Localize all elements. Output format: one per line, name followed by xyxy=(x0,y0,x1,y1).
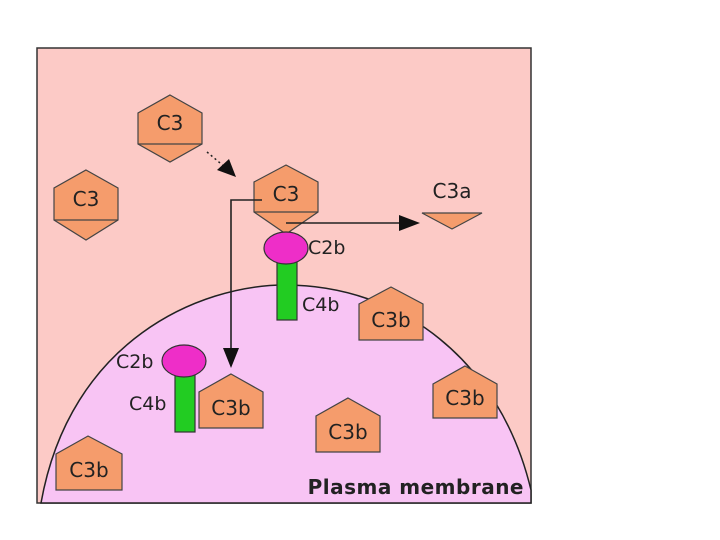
c4b-upper-label: C4b xyxy=(302,294,339,316)
c3b-deposition-arrowhead xyxy=(223,348,239,368)
c3a-label: C3a xyxy=(433,179,472,203)
c3b-deposit-5: C3b xyxy=(55,435,123,491)
c3b-deposit-4: C3b xyxy=(315,397,381,453)
c3b-deposit-2: C3b xyxy=(198,373,264,429)
c4b-upper-stalk xyxy=(276,259,298,321)
c3-molecule-top-shape xyxy=(137,94,203,163)
c4b-lower-label: C4b xyxy=(129,393,166,415)
c3b-deposit-2-label: C3b xyxy=(211,396,250,420)
c3a-fragment: C3a xyxy=(421,179,483,230)
c3b-deposition-line xyxy=(230,199,262,353)
c3b-deposit-1-label: C3b xyxy=(371,308,410,332)
c3-label-top: C3 xyxy=(157,111,184,135)
c3-molecule-left-shape xyxy=(53,169,119,241)
c3b-deposit-3-label: C3b xyxy=(445,386,484,410)
c3-molecule-center: C3 xyxy=(253,164,319,235)
convertase-upper: C2b C4b xyxy=(263,231,345,321)
c3b-deposit-3-shape xyxy=(432,365,498,419)
c2b-lower-label: C2b xyxy=(116,351,153,373)
c2b-upper-head xyxy=(263,231,309,265)
c3-label-left: C3 xyxy=(73,187,100,211)
c3-molecule-left: C3 xyxy=(53,169,119,241)
c4b-lower-stalk xyxy=(174,371,196,433)
c2b-lower-head xyxy=(161,344,207,378)
c3-label-center: C3 xyxy=(273,182,300,206)
plasma-membrane-label: Plasma membrane xyxy=(308,475,524,499)
c3b-deposit-4-shape xyxy=(315,397,381,453)
c3b-deposit-2-shape xyxy=(198,373,264,429)
c3-approach-arrowhead xyxy=(217,159,236,177)
c3b-deposit-1-shape xyxy=(358,286,424,341)
convertase-lower: C2b C4b xyxy=(116,344,207,433)
c3b-deposit-5-label: C3b xyxy=(69,458,108,482)
c3b-deposit-3: C3b xyxy=(432,365,498,419)
c3b-deposit-4-label: C3b xyxy=(328,420,367,444)
c3a-fragment-shape xyxy=(421,212,483,230)
c3-molecule-top: C3 xyxy=(137,94,203,163)
c3b-deposit-1: C3b xyxy=(358,286,424,341)
c3a-release-arrowhead xyxy=(399,215,420,231)
c3b-deposit-5-shape xyxy=(55,435,123,491)
c2b-upper-label: C2b xyxy=(308,237,345,259)
